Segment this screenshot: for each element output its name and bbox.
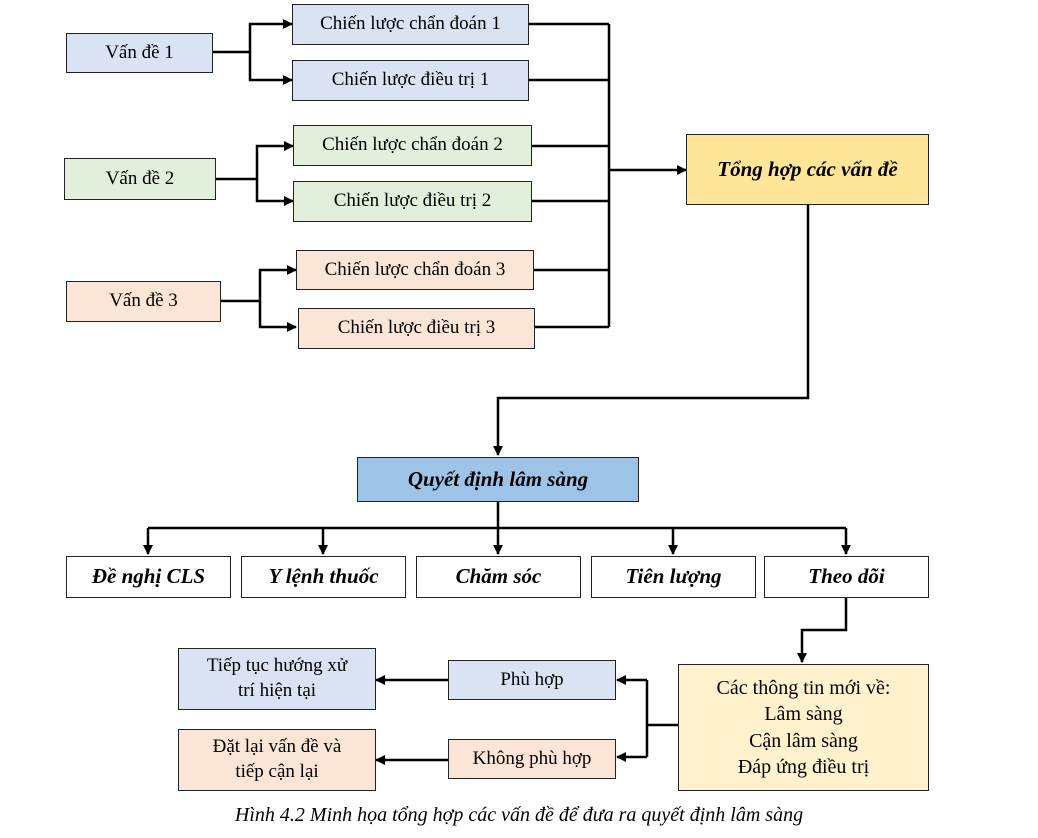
action-follow-up: Theo dõi [764,556,929,598]
treatment-strategy-2: Chiến lược điều trị 2 [293,181,532,222]
continue-line: Tiếp tục hướng xử [206,655,348,677]
new-info-line: Đáp ứng điều trị [737,755,870,778]
summary-box: Tổng hợp các vấn đề [686,134,929,205]
continue-line: trí hiện tại [237,680,317,701]
treatment-strategy-1: Chiến lược điều trị 1 [292,60,529,101]
new-info-box: Các thông tin mới về: Lâm sàng Cận lâm s… [678,664,929,791]
figure-caption: Hình 4.2 Minh họa tổng hợp các vấn đề để… [234,804,804,826]
new-info-title: Các thông tin mới về: [716,676,891,699]
clinical-decision-box: Quyết định lâm sàng [357,457,639,502]
problem-1-box: Vấn đề 1 [66,33,213,73]
treatment-strategy-3: Chiến lược điều trị 3 [298,308,535,349]
reset-line: tiếp cận lại [235,761,319,782]
new-info-line: Cận lâm sàng [749,729,858,752]
diagnosis-strategy-3: Chiến lược chẩn đoán 3 [296,250,534,290]
action-medication: Y lệnh thuốc [241,556,406,598]
diagnosis-strategy-2: Chiến lược chẩn đoán 2 [293,125,532,166]
not-fit-box: Không phù hợp [448,739,616,779]
fit-box: Phù hợp [448,660,616,700]
diagnosis-strategy-1: Chiến lược chẩn đoán 1 [292,4,529,45]
new-info-line: Lâm sàng [764,703,843,726]
reset-box: Đặt lại vấn đề và tiếp cận lại [178,729,376,791]
problem-2-box: Vấn đề 2 [64,158,216,200]
problem-3-box: Vấn đề 3 [66,281,221,322]
continue-box: Tiếp tục hướng xử trí hiện tại [178,648,376,710]
action-cls: Đề nghị CLS [66,556,231,598]
action-care: Chăm sóc [416,556,581,598]
reset-line: Đặt lại vấn đề và [212,736,342,758]
action-prognosis: Tiên lượng [591,556,756,598]
